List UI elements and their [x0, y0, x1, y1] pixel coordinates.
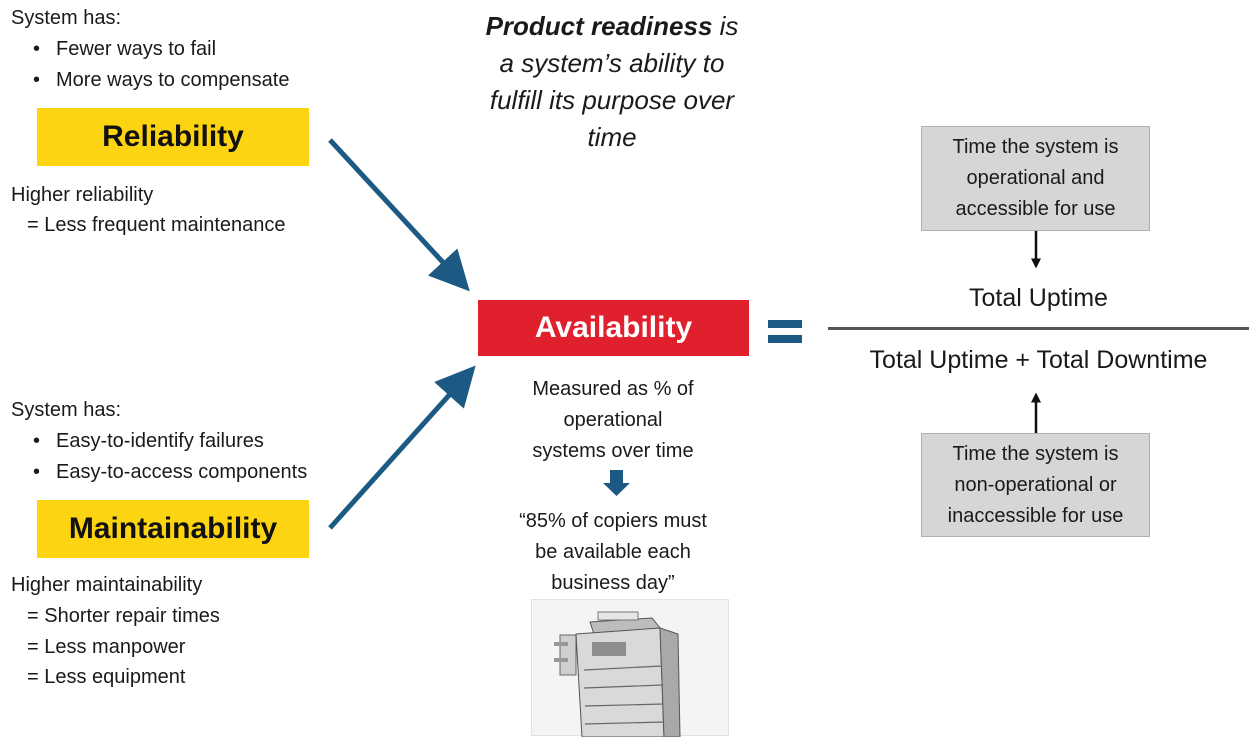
maintainability-benefit: = Less equipment	[27, 666, 186, 688]
availability-label: Availability	[478, 300, 749, 356]
uptime-note-line: operational and	[966, 167, 1105, 189]
reliability-bullet: •Fewer ways to fail	[11, 34, 216, 65]
example-line: business day”	[551, 572, 675, 594]
definition-line: a system’s ability to	[499, 48, 725, 78]
maintainability-benefit: = Less manpower	[27, 636, 186, 658]
availability-measured: Measured as % of operational systems ove…	[463, 374, 763, 467]
definition-line: time	[587, 122, 637, 152]
maintainability-bullet: •Easy-to-identify failures	[11, 426, 264, 457]
uptime-note-line: accessible for use	[955, 198, 1116, 220]
definition-line-1: Product readiness is	[452, 8, 772, 45]
availability-example: “85% of copiers must be available each b…	[463, 506, 763, 599]
bullet-dot: •	[32, 69, 40, 91]
downtime-note-line: inaccessible for use	[947, 504, 1124, 527]
reliability-benefit: = Less frequent maintenance	[27, 214, 286, 236]
definition-term: Product readiness	[485, 11, 713, 41]
maintainability-intro: System has:	[11, 399, 122, 421]
measured-line: operational	[563, 409, 663, 431]
downtime-note: Time the system is non-operational or in…	[921, 433, 1150, 537]
fraction-bar	[828, 327, 1249, 330]
formula-denominator: Total Uptime + Total Downtime	[869, 346, 1208, 374]
example-line: be available each	[535, 541, 691, 563]
equals-bar-bottom	[768, 335, 802, 343]
maintainability-label: Maintainability	[37, 500, 309, 558]
copier-icon	[554, 611, 681, 737]
definition-headline: Product readiness is a system’s ability …	[452, 8, 772, 156]
equals-bar-top	[768, 320, 802, 328]
bullet-dot: •	[32, 430, 40, 452]
maintainability-benefit-title: Higher maintainability	[11, 574, 203, 596]
uptime-note: Time the system is operational and acces…	[921, 126, 1150, 231]
measured-line: systems over time	[532, 440, 694, 462]
down-arrow-icon	[603, 470, 630, 496]
uptime-note-line: Time the system is	[952, 136, 1119, 158]
bullet-dot: •	[32, 461, 40, 483]
formula-numerator: Total Uptime	[969, 284, 1108, 312]
reliability-label: Reliability	[37, 108, 309, 166]
bullet-dot: •	[32, 38, 40, 60]
copier-image	[531, 599, 729, 737]
reliability-intro: System has:	[11, 7, 122, 29]
reliability-arrow	[328, 138, 470, 292]
maintainability-benefit: = Shorter repair times	[27, 605, 220, 627]
definition-line: fulfill its purpose over	[489, 85, 735, 115]
maintainability-arrow	[328, 365, 476, 530]
reliability-bullet: •More ways to compensate	[11, 65, 289, 96]
definition-line-1-rest: is	[712, 11, 739, 41]
measured-line: Measured as % of	[532, 378, 694, 400]
downtime-note-line: non-operational or	[954, 473, 1117, 496]
reliability-benefit-title: Higher reliability	[11, 184, 154, 206]
maintainability-bullet: •Easy-to-access components	[11, 457, 307, 488]
example-line: “85% of copiers must	[519, 510, 707, 532]
downtime-note-line: Time the system is	[952, 442, 1119, 465]
